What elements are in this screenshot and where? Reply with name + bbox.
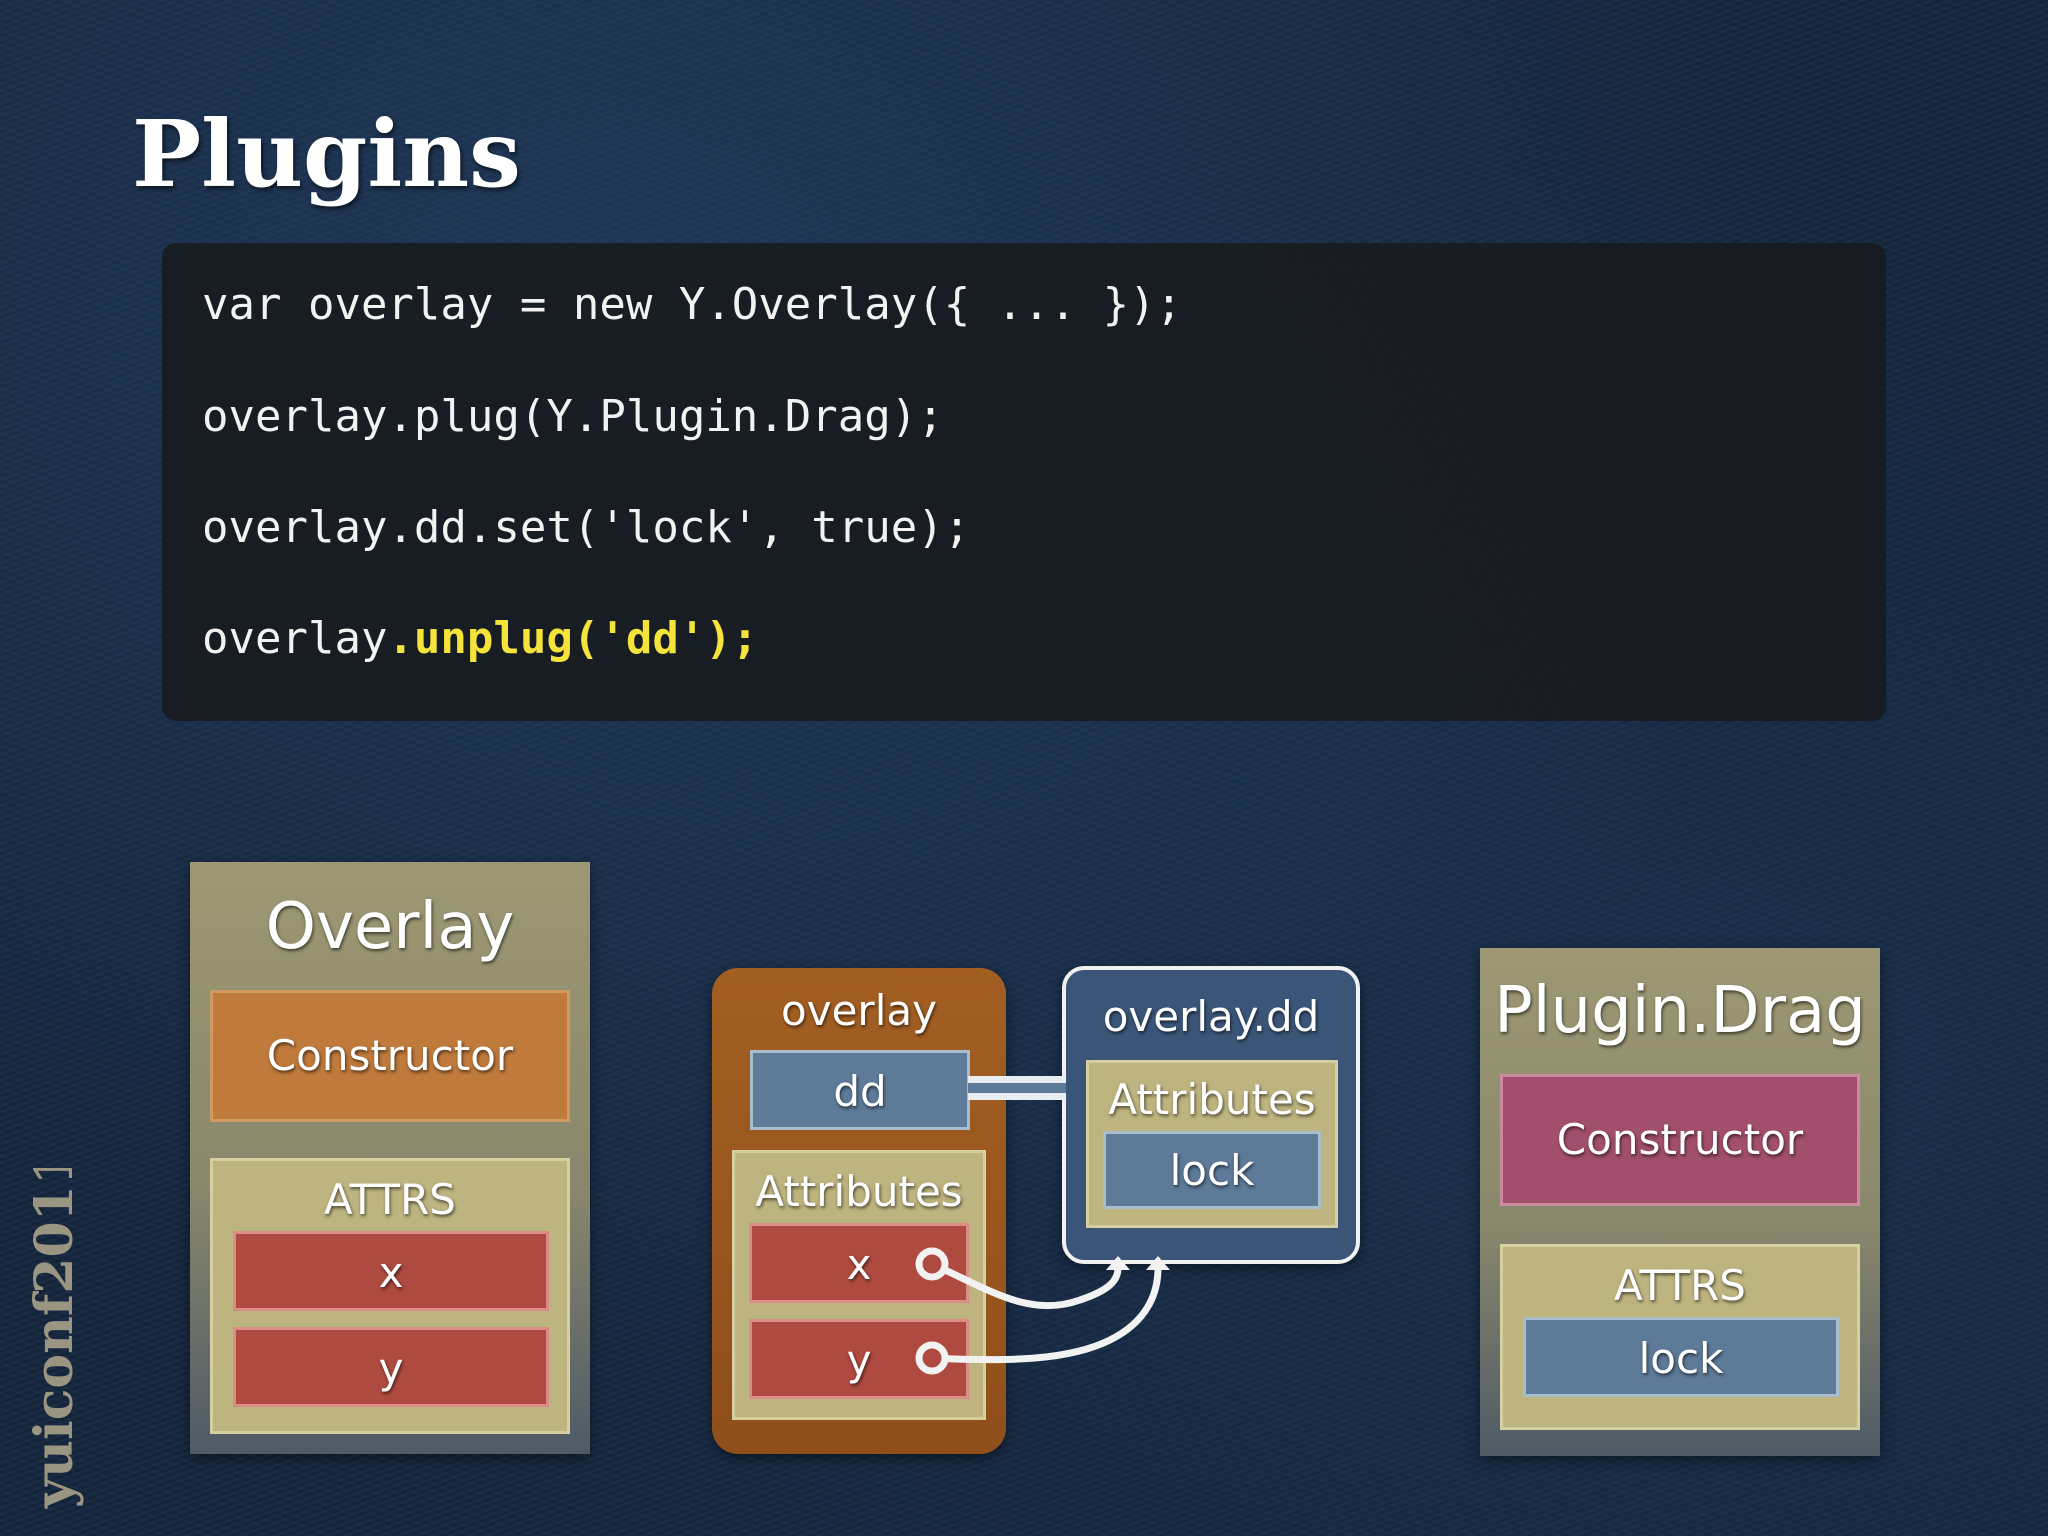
plugin-drag-attrs-box: ATTRS lock — [1500, 1244, 1860, 1430]
overlay-instance-dd: dd — [750, 1050, 970, 1130]
dd-connector — [968, 1076, 1066, 1100]
x-arrow-head — [1106, 1256, 1130, 1270]
overlay-constructor-label: Constructor — [266, 1031, 514, 1080]
code-line-4: overlay.unplug('dd'); — [202, 613, 758, 664]
slide-title: Plugins — [132, 100, 521, 208]
plugin-drag-attr-lock-label: lock — [1638, 1334, 1724, 1383]
code-line-4-highlight: .unplug('dd'); — [387, 613, 759, 664]
overlay-instance-attributes-title: Attributes — [755, 1167, 963, 1216]
overlay-dd-box: overlay.dd Attributes lock — [1062, 966, 1360, 1264]
code-line-1: var overlay = new Y.Overlay({ ... }); — [202, 279, 1183, 330]
overlay-constructor-box: Constructor — [210, 990, 570, 1122]
plugin-drag-attrs-title: ATTRS — [1614, 1261, 1746, 1310]
y-port-icon — [915, 1341, 949, 1375]
overlay-instance-dd-label: dd — [833, 1067, 887, 1116]
overlay-attrs-title: ATTRS — [324, 1175, 456, 1224]
y-arrow-head — [1146, 1256, 1170, 1270]
code-panel: var overlay = new Y.Overlay({ ... }); ov… — [162, 243, 1886, 721]
overlay-dd-attributes-box: Attributes lock — [1086, 1060, 1338, 1228]
overlay-attr-y: y — [233, 1327, 549, 1407]
code-line-2: overlay.plug(Y.Plugin.Drag); — [202, 391, 944, 442]
overlay-dd-attr-lock-label: lock — [1169, 1146, 1255, 1195]
overlay-instance-attr-y: y — [749, 1319, 969, 1399]
y-connector — [928, 1264, 1162, 1364]
code-line-4-plain: overlay — [202, 613, 388, 664]
overlay-class-box: Overlay Constructor ATTRS x y — [190, 862, 590, 1454]
yuiconf-logo: yuiconf2011 — [24, 1168, 85, 1509]
x-port-icon — [915, 1247, 949, 1281]
overlay-dd-attributes-title: Attributes — [1108, 1075, 1316, 1124]
overlay-instance-attr-y-label: y — [846, 1336, 872, 1385]
overlay-dd-title: overlay.dd — [1102, 992, 1320, 1041]
overlay-instance-attr-x-label: x — [846, 1240, 872, 1289]
overlay-instance-box: overlay dd Attributes x y — [712, 968, 1006, 1454]
plugin-drag-class-box: Plugin.Drag Constructor ATTRS lock — [1480, 948, 1880, 1456]
overlay-instance-title: overlay — [781, 986, 937, 1035]
overlay-attrs-box: ATTRS x y — [210, 1158, 570, 1434]
overlay-attr-x: x — [233, 1231, 549, 1311]
plugin-drag-constructor-label: Constructor — [1556, 1115, 1804, 1164]
x-connector — [928, 1260, 1122, 1310]
yuiconf-logo-text: yuiconf2011 — [24, 1168, 85, 1509]
overlay-dd-attr-lock: lock — [1103, 1131, 1321, 1209]
code-line-3: overlay.dd.set('lock', true); — [202, 502, 971, 553]
plugin-drag-constructor-box: Constructor — [1500, 1074, 1860, 1206]
plugin-drag-attr-lock: lock — [1523, 1317, 1839, 1397]
overlay-class-title: Overlay — [265, 890, 515, 964]
overlay-attr-y-label: y — [378, 1344, 404, 1393]
plugin-drag-class-title: Plugin.Drag — [1494, 974, 1866, 1048]
overlay-attr-x-label: x — [378, 1248, 404, 1297]
